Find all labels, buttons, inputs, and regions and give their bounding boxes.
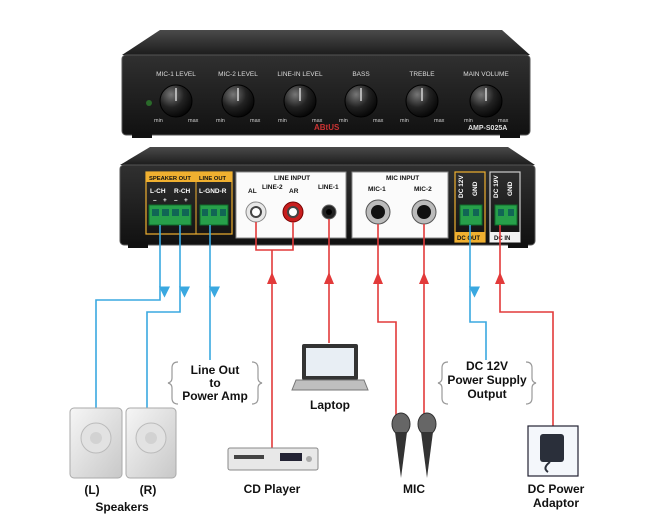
rca-right-jack[interactable] xyxy=(282,201,304,223)
mic1-label: MIC-1 xyxy=(368,186,386,193)
knob-label: LINE-IN LEVEL xyxy=(277,71,323,78)
knob-label: MIC-2 LEVEL xyxy=(218,71,258,78)
dc-out-label: DC OUT xyxy=(457,236,480,242)
gnd-out-label: GND xyxy=(472,181,479,196)
mic2-jack[interactable] xyxy=(411,199,437,225)
gnd-in-label: GND xyxy=(507,181,514,196)
knob-max-label: max xyxy=(498,118,509,124)
rca-left-jack[interactable] xyxy=(245,201,267,223)
dc-supply-note-2: Power Supply xyxy=(447,373,527,387)
ar-label: AR xyxy=(289,188,299,195)
output-wires xyxy=(95,225,487,408)
line-out-note-3: Power Amp xyxy=(182,389,248,403)
laptop-label: Laptop xyxy=(310,398,350,412)
speaker-left-icon xyxy=(69,407,123,479)
knob-label: MAIN VOLUME xyxy=(463,71,509,78)
knob-label: BASS xyxy=(352,71,370,78)
knob-min-label: min xyxy=(154,118,163,124)
power-adaptor-icon xyxy=(527,425,579,477)
knob-5[interactable]: TREBLE min max xyxy=(400,71,445,124)
mic-input-label: MIC INPUT xyxy=(386,175,419,182)
cd-player-label: CD Player xyxy=(244,482,301,496)
line-out-note: Line Out to Power Amp xyxy=(167,361,263,405)
knob-min-label: min xyxy=(216,118,225,124)
line-out-label: LINE OUT xyxy=(199,176,227,182)
speaker-terminal-block[interactable] xyxy=(148,204,192,226)
speaker-out-label: SPEAKER OUT xyxy=(149,176,191,182)
speaker-l-label: (L) xyxy=(84,483,99,497)
knob-max-label: max xyxy=(250,118,261,124)
cd-player-icon xyxy=(227,447,319,471)
line-out-note-2: to xyxy=(209,376,220,390)
lgr-label: L-GND-R xyxy=(199,188,227,195)
dc-adaptor-label-1: DC Power xyxy=(528,482,585,496)
knob-max-label: max xyxy=(373,118,384,124)
polarity-4: + xyxy=(184,197,188,204)
brand-logo: ABtUS xyxy=(314,123,340,132)
knob-4[interactable]: BASS min max xyxy=(339,71,384,124)
line-out-note-1: Line Out xyxy=(191,363,240,377)
mic-label: MIC xyxy=(403,482,425,496)
input-arrows xyxy=(267,272,505,284)
knob-6[interactable]: MAIN VOLUME min max xyxy=(463,71,509,124)
model-number: AMP-S025A xyxy=(468,125,507,132)
microphone-icon xyxy=(391,412,437,478)
knob-min-label: min xyxy=(464,118,473,124)
polarity-1: – xyxy=(153,197,157,204)
knob-2[interactable]: MIC-2 LEVEL min max xyxy=(216,71,261,124)
laptop-icon xyxy=(291,344,369,391)
knob-max-label: max xyxy=(188,118,199,124)
dc-in-terminal[interactable] xyxy=(494,204,518,226)
knob-min-label: min xyxy=(339,118,348,124)
dc-supply-note-1: DC 12V xyxy=(466,359,508,373)
mic1-jack[interactable] xyxy=(365,199,391,225)
knob-min-label: min xyxy=(400,118,409,124)
dc-out-terminal[interactable] xyxy=(459,204,483,226)
line1-label: LINE-1 xyxy=(318,184,339,191)
knob-label: MIC-1 LEVEL xyxy=(156,71,196,78)
line1-jack[interactable] xyxy=(321,204,337,220)
speaker-r-label: (R) xyxy=(140,483,157,497)
amplifier-rear-unit: SPEAKER OUT LINE OUT L-CH R-CH – + – + L… xyxy=(119,147,536,248)
line-out-terminal-block[interactable] xyxy=(199,204,229,226)
knob-min-label: min xyxy=(278,118,287,124)
knob-max-label: max xyxy=(312,118,323,124)
knob-1[interactable]: MIC-1 LEVEL min max xyxy=(154,71,199,124)
knob-label: TREBLE xyxy=(409,71,435,78)
polarity-2: + xyxy=(163,197,167,204)
line-input-label: LINE INPUT xyxy=(274,175,310,182)
dc12v-label: DC 12V xyxy=(458,175,465,198)
dc19v-label: DC 19V xyxy=(493,175,500,198)
dc-supply-note: DC 12V Power Supply Output xyxy=(437,359,537,405)
al-label: AL xyxy=(248,188,257,195)
speakers-label: Speakers xyxy=(95,500,149,514)
dc-adaptor-label-2: Adaptor xyxy=(533,496,579,510)
mic2-label: MIC-2 xyxy=(414,186,432,193)
dc-in-label: DC IN xyxy=(494,236,510,242)
line2-label: LINE-2 xyxy=(262,184,283,191)
power-led xyxy=(146,100,152,106)
l-ch-label: L-CH xyxy=(150,188,166,195)
speaker-right-icon xyxy=(125,407,177,479)
r-ch-label: R-CH xyxy=(174,188,191,195)
knob-3[interactable]: LINE-IN LEVEL min max xyxy=(277,71,323,124)
polarity-3: – xyxy=(174,197,178,204)
knob-max-label: max xyxy=(434,118,445,124)
dc-supply-note-3: Output xyxy=(467,387,506,401)
